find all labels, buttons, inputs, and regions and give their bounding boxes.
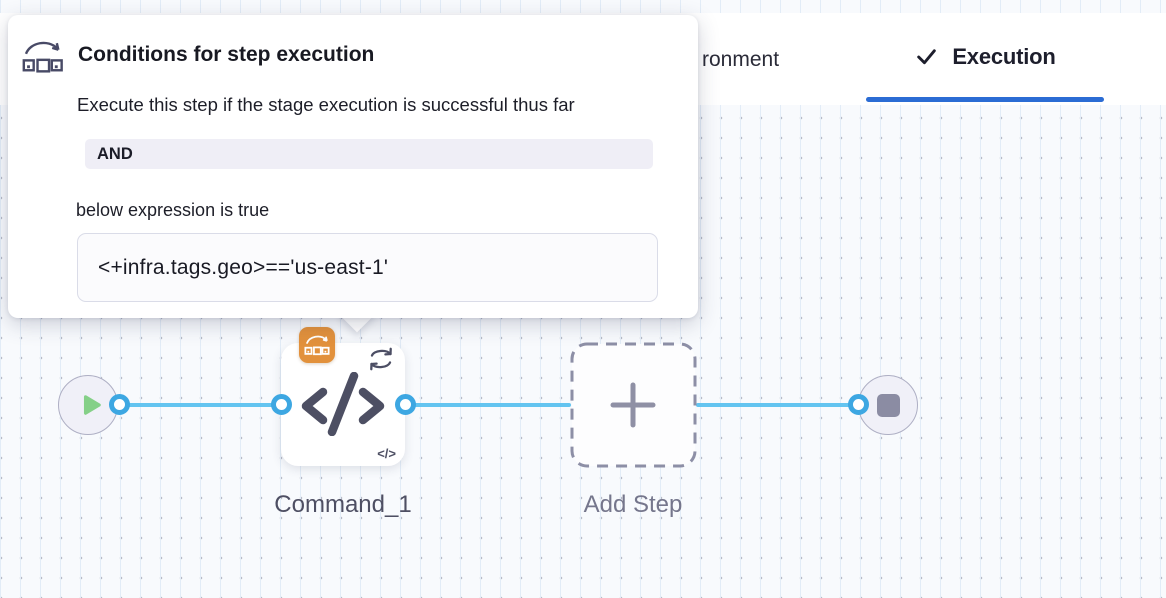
pipeline-start-node[interactable] — [58, 375, 118, 435]
checkmark-icon — [917, 49, 937, 65]
step-label-add-step: Add Step — [583, 491, 683, 518]
expression-value: <+infra.tags.geo>=='us-east-1' — [98, 255, 389, 279]
expression-intro: below expression is true — [76, 200, 270, 220]
port-command-out[interactable] — [395, 394, 416, 415]
expression-box: <+infra.tags.geo>=='us-east-1' — [77, 233, 658, 302]
popover-title: Conditions for step execution — [78, 43, 375, 66]
conditional-execution-icon — [304, 335, 330, 356]
edge-start-to-command — [119, 403, 283, 407]
active-tab-underline — [866, 97, 1104, 102]
edge-command-to-addstep — [405, 403, 571, 407]
code-icon — [301, 372, 385, 436]
plus-icon — [610, 382, 656, 428]
conditions-popover: Conditions for step execution Execute th… — [8, 15, 698, 318]
looping-strategy-icon[interactable] — [366, 345, 396, 378]
command-type-icon: </> — [377, 446, 396, 461]
edge-addstep-to-end — [696, 403, 859, 407]
port-start-out[interactable] — [109, 394, 130, 415]
operator-badge-label: AND — [97, 144, 133, 163]
step-label-command: Command_1 — [274, 491, 412, 518]
port-end-in[interactable] — [848, 394, 869, 415]
port-command-in[interactable] — [271, 394, 292, 415]
popover-description: Execute this step if the stage execution… — [77, 94, 575, 115]
conditional-execution-icon — [22, 41, 63, 73]
step-node-command[interactable]: </> — [281, 343, 405, 466]
play-icon — [83, 395, 101, 415]
tab-execution-label: Execution — [952, 43, 1056, 69]
tab-environment[interactable]: ronment — [702, 48, 780, 71]
conditional-execution-badge[interactable] — [299, 327, 335, 363]
operator-badge: AND — [85, 139, 653, 169]
tab-execution[interactable]: Execution — [866, 13, 1104, 100]
stop-icon — [876, 393, 900, 417]
add-step-button[interactable] — [570, 342, 697, 468]
